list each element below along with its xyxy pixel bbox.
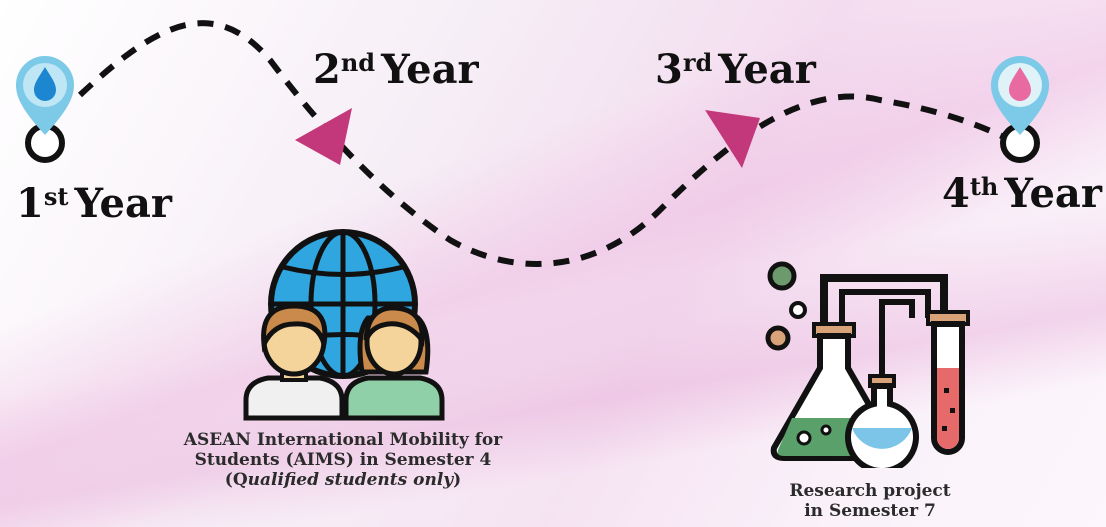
- lab-flasks-icon: [765, 261, 970, 468]
- arrow-up-icon: [705, 110, 760, 168]
- arrow-down-icon: [295, 108, 352, 165]
- location-pin-icon: [991, 56, 1049, 163]
- globe-students-icon: [243, 229, 445, 421]
- aims-caption: ASEAN International Mobility for Student…: [183, 430, 503, 490]
- location-pin-icon: [16, 56, 74, 163]
- research-caption: Research project in Semester 7: [789, 481, 951, 521]
